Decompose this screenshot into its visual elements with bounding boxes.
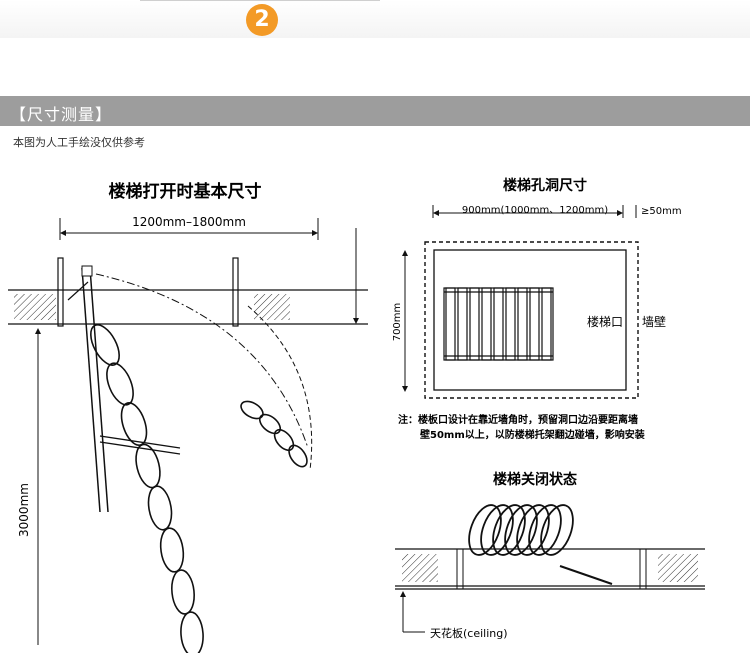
top-divider — [140, 0, 380, 1]
wall-label: 墙壁 — [642, 314, 666, 329]
top-strip — [0, 0, 750, 38]
hole-note-line-1: 注：楼板口设计在靠近墙角时，预留洞口边沿要距离墙 — [398, 413, 638, 426]
hole-width-label: 900mm(1000mm、1200mm) — [462, 205, 608, 216]
width-dimension-label: 1200mm–1800mm — [132, 215, 246, 229]
hole-note-line-2: 壁50mm以上，以防楼梯托架翻边碰墙，影响安装 — [420, 428, 645, 441]
closed-diagram-title: 楼梯关闭状态 — [493, 471, 577, 488]
hole-diagram-title: 楼梯孔洞尺寸 — [503, 177, 587, 194]
section-title: 【尺寸测量】 — [10, 105, 113, 124]
open-diagram-title: 楼梯打开时基本尺寸 — [109, 181, 262, 202]
closed-stair-diagram: 楼梯关闭状态 天花板(ceiling) — [395, 471, 705, 640]
step-badge: 2 — [246, 4, 278, 36]
section-note: 本图为人工手绘没仅供参考 — [13, 136, 145, 149]
ceiling-slab — [8, 228, 368, 325]
open-stair-diagram: 楼梯打开时基本尺寸 1200mm–1800mm 3000mm — [8, 181, 368, 653]
height-dimension: 3000mm — [17, 328, 41, 645]
wall-gap-label: ≥50mm — [641, 206, 682, 217]
folded-steps-top-view — [443, 287, 554, 361]
ceiling-label: 天花板(ceiling) — [430, 626, 508, 640]
hole-dimension-diagram: 楼梯孔洞尺寸 900mm(1000mm、1200mm) ≥50mm 700mm — [392, 177, 682, 441]
width-dimension: 1200mm–1800mm — [59, 215, 319, 240]
opening-label: 楼梯口 — [587, 314, 623, 329]
section-header-bar — [0, 96, 750, 126]
hole-height-label: 700mm — [392, 303, 403, 342]
height-dimension-label: 3000mm — [17, 483, 31, 537]
